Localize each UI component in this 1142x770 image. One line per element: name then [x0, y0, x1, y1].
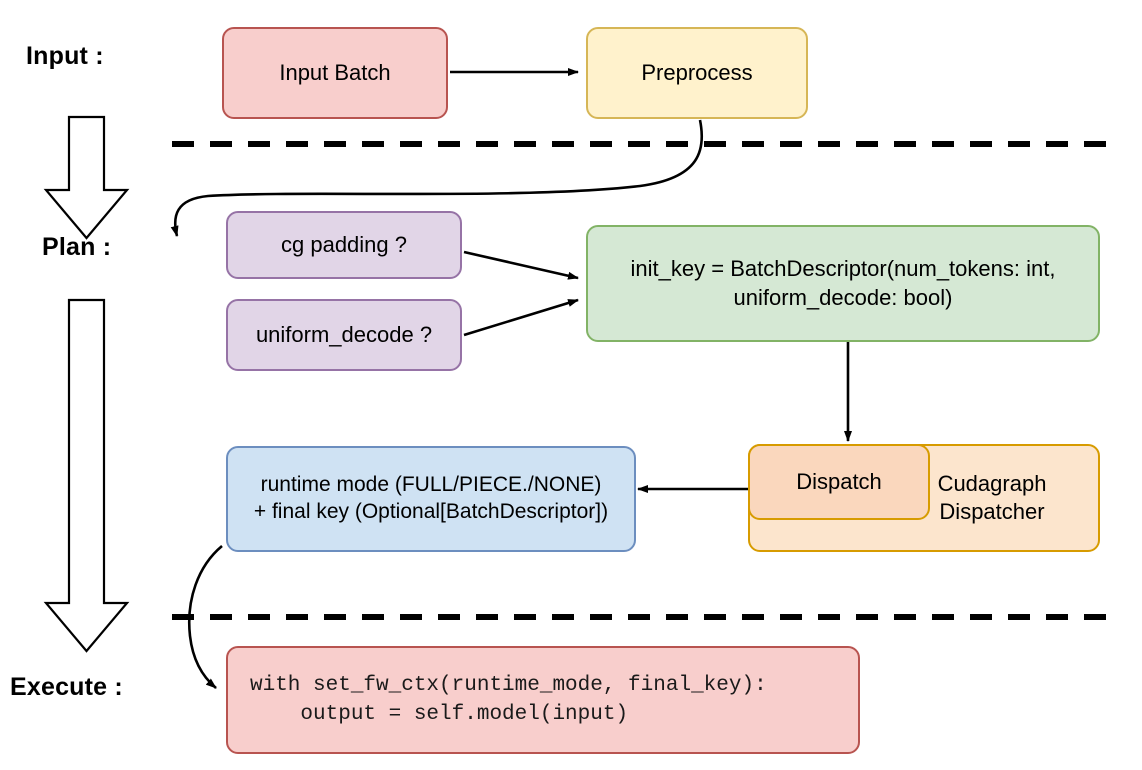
node-input-batch[interactable]: Input Batch — [222, 27, 448, 119]
node-runtime-mode[interactable]: runtime mode (FULL/PIECE./NONE) + final … — [226, 446, 636, 552]
stage-flow-arrow-plan-to-execute — [43, 298, 130, 653]
stage-label-plan: Plan : — [42, 233, 112, 261]
stage-label-input: Input : — [26, 42, 104, 70]
node-uniform-decode[interactable]: uniform_decode ? — [226, 299, 462, 371]
connector-uniform-decode-to-init-key — [463, 298, 579, 337]
node-init-key[interactable]: init_key = BatchDescriptor(num_tokens: i… — [586, 225, 1100, 342]
connector-cg-padding-to-init-key — [463, 250, 579, 280]
stage-flow-arrow-input-to-plan — [43, 115, 130, 240]
connector-runtime-mode-to-execute-code — [188, 545, 223, 689]
node-execute-code[interactable]: with set_fw_ctx(runtime_mode, final_key)… — [226, 646, 860, 754]
node-dispatch[interactable]: Dispatch — [748, 444, 930, 520]
stage-label-execute: Execute : — [10, 673, 123, 701]
node-preprocess[interactable]: Preprocess — [586, 27, 808, 119]
node-cudagraph-dispatcher-label: Cudagraph Dispatcher — [937, 471, 1047, 525]
node-cg-padding[interactable]: cg padding ? — [226, 211, 462, 279]
